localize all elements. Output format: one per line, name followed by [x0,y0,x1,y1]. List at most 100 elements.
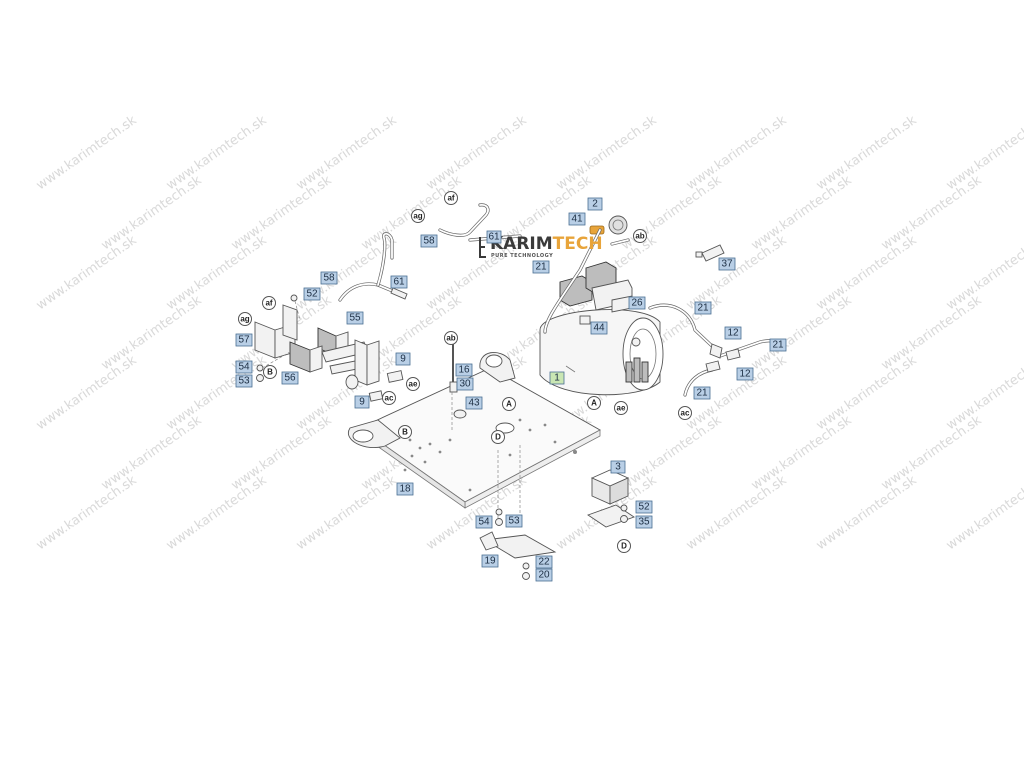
watermark-text: www.karimtech.sk [164,113,270,194]
watermark-text: www.karimtech.sk [229,413,335,494]
svg-text:54: 54 [478,517,490,528]
watermark-text: www.karimtech.sk [944,473,1024,554]
watermark-text: www.karimtech.sk [684,233,790,314]
callout-61-b: 61 [486,230,502,244]
svg-text:9: 9 [359,397,365,408]
svg-text:19: 19 [484,556,496,567]
svg-text:58: 58 [423,236,435,247]
svg-text:35: 35 [638,517,650,528]
callout-53-b: 53 [505,514,523,528]
watermark-text: www.karimtech.sk [944,113,1024,194]
watermark-text: www.karimtech.sk [34,113,140,194]
svg-text:ae: ae [409,380,418,389]
svg-text:ag: ag [413,212,422,221]
svg-text:21: 21 [696,388,708,399]
callout-2: 2 [587,197,603,211]
watermark-text: www.karimtech.sk [229,173,335,254]
callout-21-c: 21 [769,338,787,352]
svg-text:2: 2 [592,199,598,210]
callout-35: 35 [635,515,653,529]
ref-marker-ac-1: ac [382,391,396,405]
callout-52-a: 52 [303,287,321,301]
watermark-text: www.karimtech.sk [879,173,985,254]
svg-text:B: B [267,368,273,377]
ref-marker-B-1: B [263,365,277,379]
logo-brand-right: TECH [553,234,603,254]
svg-text:26: 26 [631,298,643,309]
watermark-text: www.karimtech.sk [99,173,205,254]
svg-text:18: 18 [399,484,411,495]
svg-text:43: 43 [468,398,480,409]
watermark-text: www.karimtech.sk [424,113,530,194]
watermark-text: www.karimtech.sk [944,233,1024,314]
svg-text:52: 52 [306,289,318,300]
svg-text:A: A [591,399,597,408]
callout-21-b: 21 [694,301,712,315]
callout-57: 57 [235,333,253,347]
callout-12-b: 12 [736,367,754,381]
svg-text:ac: ac [681,409,690,418]
svg-text:af: af [265,299,272,308]
watermark-text: www.karimtech.sk [99,413,205,494]
bottom-bracket [479,508,557,580]
callout-52-b: 52 [635,500,653,514]
callout-30: 30 [456,377,474,391]
callout-61-a: 61 [390,275,408,289]
svg-text:12: 12 [727,328,739,339]
svg-text:1: 1 [554,373,560,384]
svg-text:57: 57 [238,335,250,346]
ref-marker-ag-1: ag [238,312,252,326]
callout-58-a: 58 [320,271,338,285]
callout-16: 16 [455,363,473,377]
watermark-text: www.karimtech.sk [619,413,725,494]
svg-text:D: D [621,542,627,551]
svg-text:21: 21 [772,340,784,351]
brand-logo: KARIMTECH PURE TECHNOLOGY [479,234,603,259]
watermark-text: www.karimtech.sk [814,473,920,554]
watermark-text: www.karimtech.sk [164,473,270,554]
boiler-assembly [438,203,780,528]
watermark-text: www.karimtech.sk [684,473,790,554]
ref-marker-D-1: D [491,430,505,444]
svg-text:58: 58 [323,273,335,284]
svg-text:21: 21 [535,262,547,273]
watermark-text: www.karimtech.sk [99,293,205,374]
watermark-text: www.karimtech.sk [619,173,725,254]
svg-text:22: 22 [538,557,550,568]
watermark-text: www.karimtech.sk [294,473,400,554]
callout-53-a: 53 [235,374,253,388]
svg-text:3: 3 [615,462,621,473]
svg-text:12: 12 [739,369,751,380]
watermark-text: www.karimtech.sk [749,173,855,254]
callout-56: 56 [281,371,299,385]
svg-text:54: 54 [238,362,250,373]
svg-text:ag: ag [240,315,249,324]
watermark-text: www.karimtech.sk [749,413,855,494]
watermark-text: www.karimtech.sk [879,413,985,494]
callout-22: 22 [535,555,553,569]
svg-text:56: 56 [284,373,296,384]
svg-text:53: 53 [238,376,250,387]
callout-19: 19 [481,554,499,568]
callout-37: 37 [718,257,736,271]
callout-9-a: 9 [395,352,411,366]
ref-marker-af-2: af [444,191,458,205]
watermark-text: www.karimtech.sk [34,353,140,434]
ref-marker-A-2: A [587,396,601,410]
callout-12-a: 12 [724,326,742,340]
svg-text:21: 21 [697,303,709,314]
ref-marker-D-2: D [617,539,631,553]
svg-text:D: D [495,433,501,442]
callout-43: 43 [465,396,483,410]
svg-text:ae: ae [617,404,626,413]
svg-text:37: 37 [721,259,733,270]
watermark-text: www.karimtech.sk [554,113,660,194]
ref-marker-ae-2: ae [614,401,628,415]
watermark-text: www.karimtech.sk [164,353,270,434]
logo-brand-left: KARIM [490,234,553,254]
svg-text:52: 52 [638,502,650,513]
callout-41: 41 [568,212,586,226]
callout-21-d: 21 [693,386,711,400]
ref-marker-ab-1: ab [444,331,458,345]
